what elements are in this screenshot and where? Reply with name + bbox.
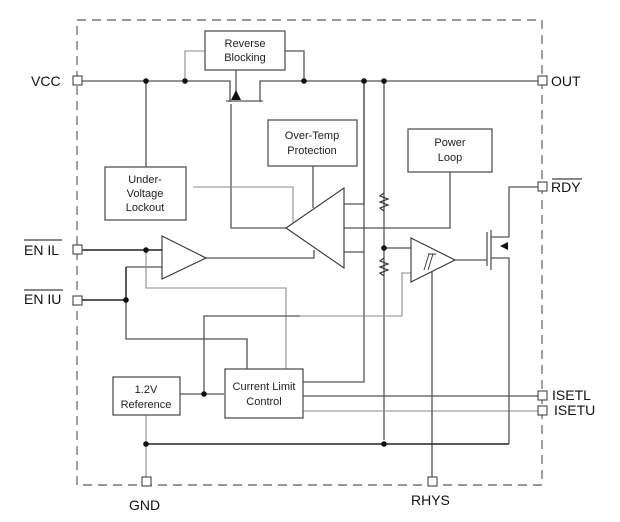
hysteresis-comparator	[410, 237, 457, 283]
svg-text:Lockout: Lockout	[126, 202, 165, 214]
pin-rdy	[537, 181, 548, 192]
svg-text:Protection: Protection	[287, 145, 337, 157]
enable-amplifier	[161, 235, 208, 280]
label-vcc: VCC	[31, 73, 61, 89]
svg-text:Power: Power	[434, 137, 466, 149]
svg-text:Reverse: Reverse	[225, 38, 266, 50]
pin-gnd	[141, 476, 152, 487]
rdy-mosfet-arrow-icon	[500, 242, 508, 250]
resistor-upper-icon	[378, 192, 390, 212]
pin-rhys	[427, 476, 438, 487]
hysteresis-icon	[423, 253, 436, 271]
block-over-temp-protection: Over-Temp Protection	[267, 119, 358, 167]
svg-text:Under-: Under-	[128, 174, 162, 186]
resistor-lower-icon	[378, 257, 390, 277]
label-en-iu: EN IU	[24, 291, 61, 307]
svg-text:Reference: Reference	[121, 399, 172, 411]
rdy-drain	[491, 186, 538, 238]
label-isetl: ISETL	[552, 387, 591, 403]
wire-gate-drive	[230, 104, 286, 229]
error-amplifier	[285, 186, 345, 270]
svg-text:Blocking: Blocking	[224, 52, 266, 64]
svg-text:1.2V: 1.2V	[135, 384, 158, 396]
wires	[82, 50, 538, 478]
block-reverse-blocking: Reverse Blocking	[204, 30, 286, 71]
wire-powerloop-amp	[344, 172, 451, 229]
pin-isetl	[537, 390, 548, 401]
label-rhys: RHYS	[411, 492, 450, 508]
label-isetu: ISETU	[554, 402, 595, 418]
wire-vcc-rail	[82, 80, 231, 102]
pin-out	[537, 75, 548, 86]
svg-text:Control: Control	[246, 396, 281, 408]
block-under-voltage-lockout: Under- Voltage Lockout	[104, 166, 187, 221]
wire-en-iu-clc	[125, 300, 248, 370]
svg-text:Loop: Loop	[438, 152, 462, 164]
wire-en-il-clc	[145, 250, 287, 370]
block-current-limit-control: Current Limit Control	[224, 368, 304, 419]
pass-mosfet-arrow-icon	[231, 90, 241, 100]
svg-text:Voltage: Voltage	[127, 188, 164, 200]
svg-text:Over-Temp: Over-Temp	[285, 130, 339, 142]
pin-en-il	[72, 244, 83, 255]
pin-vcc	[72, 75, 83, 86]
block-power-loop: Power Loop	[407, 128, 493, 173]
wire-out-rail	[259, 80, 538, 102]
wire-en-amp-out	[206, 250, 315, 259]
label-out: OUT	[551, 73, 581, 89]
label-gnd: GND	[129, 497, 160, 513]
label-rdy: RDY	[551, 179, 581, 195]
wire-ref-comparator	[300, 272, 411, 317]
wire-ref-node	[203, 315, 300, 394]
block-reference: 1.2V Reference	[112, 376, 181, 416]
wire-vcc-revblock	[184, 50, 205, 81]
pin-en-iu	[72, 295, 83, 306]
wire-revblock-out	[285, 50, 305, 81]
wire-out-to-clc	[300, 81, 365, 383]
rdy-source	[491, 257, 510, 444]
pin-isetu	[537, 405, 548, 416]
junctions	[123, 78, 387, 447]
wire-uvlo-amp	[193, 186, 294, 222]
svg-text:Current Limit: Current Limit	[233, 381, 296, 393]
label-en-il: EN IL	[24, 242, 59, 258]
